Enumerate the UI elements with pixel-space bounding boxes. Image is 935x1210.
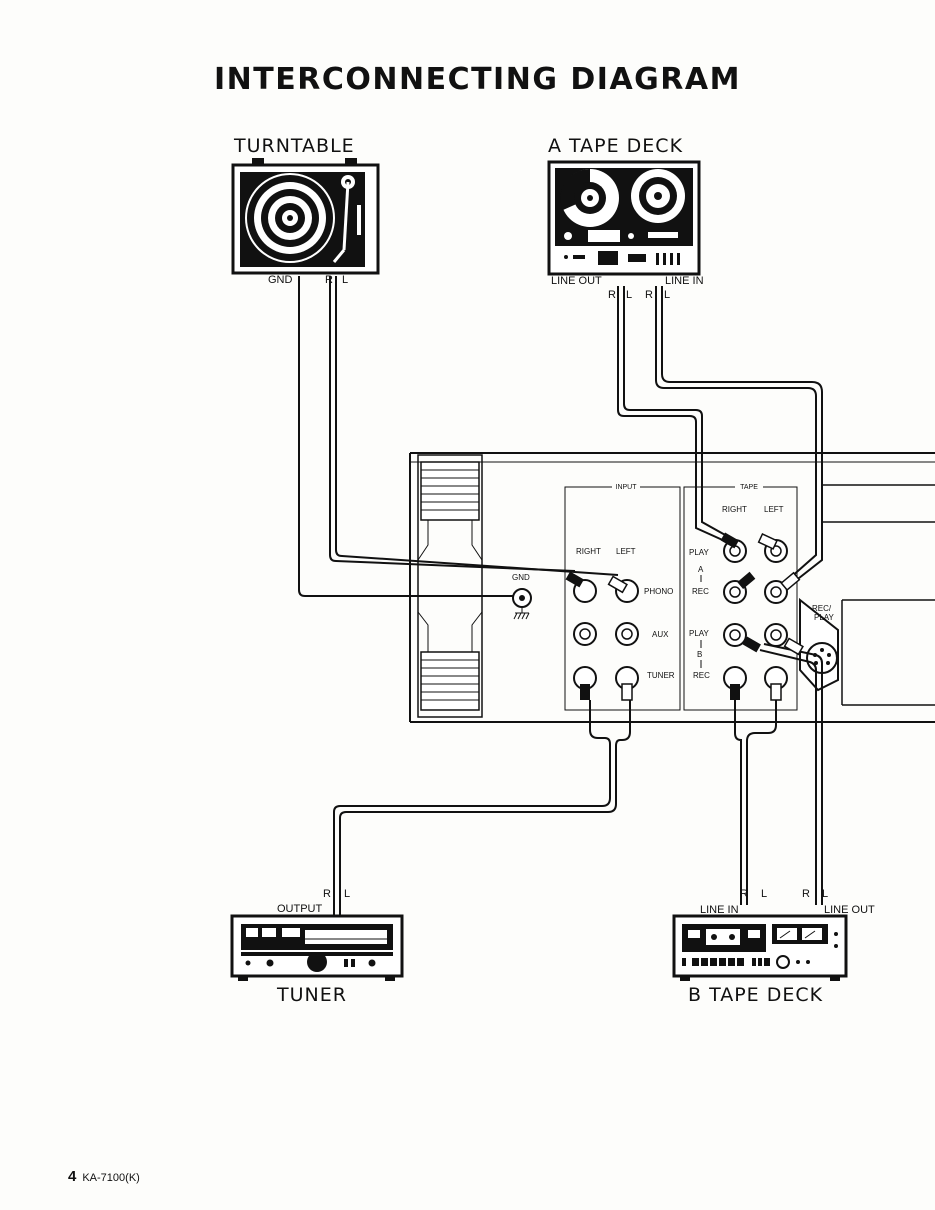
amp-gnd-label: GND: [512, 573, 530, 582]
tape-b-out-r-label: R: [802, 888, 810, 900]
tape-a-out-r-label: R: [608, 289, 616, 301]
turntable-icon: [231, 158, 380, 275]
tape-a-line-out-label: LINE OUT: [551, 275, 602, 287]
rec-a-label: REC: [692, 587, 709, 596]
tape-b-line-out-label: LINE OUT: [824, 904, 875, 916]
tape-deck-a-icon: [547, 160, 701, 276]
tuner-input-label: TUNER: [647, 671, 675, 680]
turntable-label: TURNTABLE: [234, 135, 355, 157]
rec-play-label: REC/PLAY: [812, 604, 835, 622]
play-a-label: PLAY: [689, 548, 710, 557]
turntable-l-label: L: [342, 274, 348, 286]
turntable-gnd-label: GND: [268, 274, 293, 286]
tape-right-label: RIGHT: [722, 505, 747, 514]
tape-deck-b-label: B TAPE DECK: [688, 984, 824, 1006]
tape-header: TAPE: [740, 484, 758, 491]
phono-label: PHONO: [644, 587, 673, 596]
tape-a-out-l-label: L: [626, 289, 632, 301]
tuner-output-label: OUTPUT: [277, 903, 323, 915]
tape-b-in-l-label: L: [761, 888, 767, 900]
tuner-l-label: L: [344, 888, 350, 900]
tape-deck-b-icon: [672, 914, 848, 981]
tape-left-label: LEFT: [764, 505, 784, 514]
input-header: INPUT: [616, 484, 638, 491]
tuner-label: TUNER: [277, 984, 347, 1006]
page-footer: 4 KA-7100(K): [68, 1168, 140, 1185]
tuner-r-label: R: [323, 888, 331, 900]
rca-plugs: [565, 532, 804, 701]
rec-b-label: REC: [693, 671, 710, 680]
input-left-label: LEFT: [616, 547, 636, 556]
tape-deck-a-label: A TAPE DECK: [548, 135, 684, 157]
tape-b-line-in-label: LINE IN: [700, 904, 739, 916]
aux-label: AUX: [652, 630, 669, 639]
page-number: 4: [68, 1168, 77, 1185]
tuner-icon: [230, 914, 404, 981]
tape-a-in-r-label: R: [645, 289, 653, 301]
a-label: A: [698, 565, 704, 574]
model-number: KA-7100(K): [82, 1172, 140, 1184]
play-b-label: PLAY: [689, 629, 710, 638]
cables: [298, 276, 823, 915]
page-title: INTERCONNECTING DIAGRAM: [214, 62, 741, 97]
tape-a-line-in-label: LINE IN: [665, 275, 704, 287]
tape-b-in-r-label: R: [740, 888, 748, 900]
b-label: B: [697, 650, 702, 659]
tape-a-in-l-label: L: [664, 289, 670, 301]
tape-b-out-l-label: L: [822, 888, 828, 900]
input-right-label: RIGHT: [576, 547, 601, 556]
